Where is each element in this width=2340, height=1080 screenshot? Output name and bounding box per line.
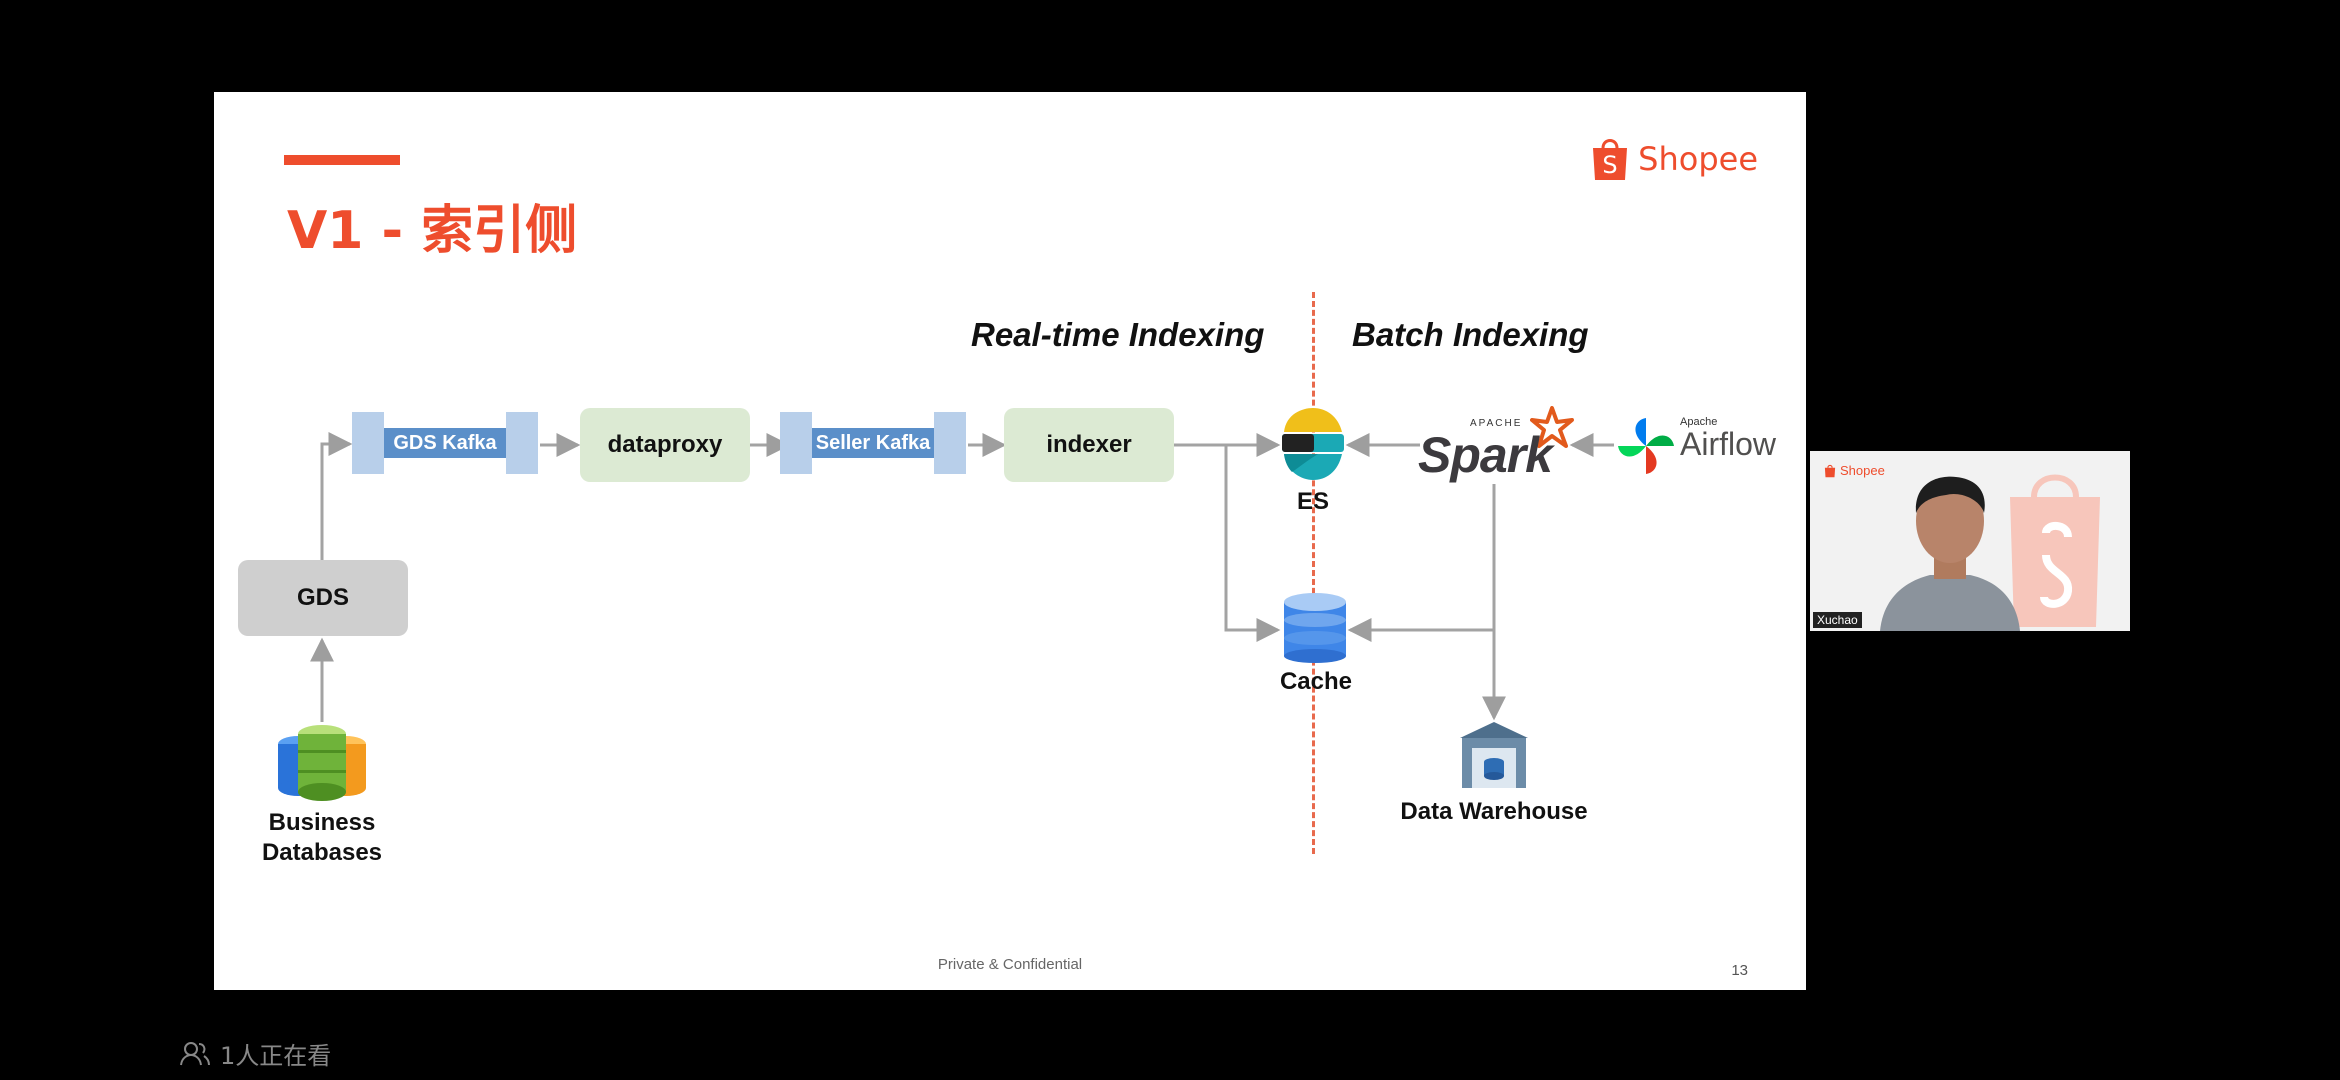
title-accent-bar bbox=[284, 155, 400, 165]
viewers-icon bbox=[180, 1041, 210, 1065]
presenter-video-tile[interactable]: Shopee Xuchao bbox=[1810, 451, 2130, 631]
business-databases-line1: Business bbox=[268, 809, 376, 836]
slide-title: V1 - 索引侧 bbox=[287, 201, 578, 261]
gds-kafka-label: GDS Kafka bbox=[384, 428, 506, 458]
viewer-count: 1人正在看 bbox=[180, 1036, 331, 1071]
batch-indexing-heading: Batch Indexing bbox=[1352, 316, 1589, 353]
confidential-footer: Private & Confidential bbox=[937, 956, 1083, 973]
shopee-bag-icon: S bbox=[1593, 139, 1628, 180]
slide-page-number: 13 bbox=[1731, 962, 1748, 979]
business-databases-line2: Databases bbox=[261, 839, 383, 866]
svg-text:S: S bbox=[1603, 151, 1618, 179]
cache-database-icon bbox=[1284, 593, 1346, 663]
elasticsearch-icon bbox=[1282, 408, 1344, 480]
indexer-node: indexer bbox=[1004, 408, 1174, 482]
connector-arrows bbox=[310, 432, 1614, 722]
presentation-slide: V1 - 索引侧 S Shopee Real-time Indexing Bat… bbox=[214, 92, 1806, 990]
spark-small-label: APACHE bbox=[1470, 418, 1523, 429]
airflow-small-label: Apache bbox=[1680, 416, 1718, 428]
video-brand: Shopee bbox=[1824, 463, 1885, 478]
realtime-batch-divider bbox=[1312, 292, 1315, 854]
business-databases-label: Business Databases bbox=[222, 808, 422, 868]
spark-star-icon bbox=[1530, 406, 1574, 448]
shopee-bag-icon bbox=[1824, 464, 1836, 477]
spark-label: Spark bbox=[1418, 427, 1553, 483]
airflow-pinwheel-icon bbox=[1618, 418, 1674, 474]
video-brand-name: Shopee bbox=[1840, 463, 1885, 478]
dataproxy-node: dataproxy bbox=[580, 408, 750, 482]
airflow-label: Airflow bbox=[1680, 426, 1777, 462]
gds-node: GDS bbox=[238, 560, 408, 636]
apache-airflow-logo: Apache Airflow bbox=[1616, 410, 1776, 480]
apache-spark-logo: APACHE Spark bbox=[1418, 406, 1578, 486]
presenter-name-tag: Xuchao bbox=[1813, 612, 1862, 628]
cache-label: Cache bbox=[1279, 668, 1353, 695]
data-warehouse-label: Data Warehouse bbox=[1400, 798, 1588, 825]
viewer-count-text: 1人正在看 bbox=[220, 1042, 332, 1070]
brand-name: Shopee bbox=[1638, 140, 1758, 178]
gds-kafka-node: GDS Kafka bbox=[352, 412, 538, 474]
realtime-indexing-heading: Real-time Indexing bbox=[971, 316, 1265, 353]
seller-kafka-label: Seller Kafka bbox=[812, 428, 934, 458]
database-stack-icon bbox=[278, 725, 366, 801]
es-label: ES bbox=[1296, 488, 1329, 515]
presenter-video-frame bbox=[1810, 451, 2130, 631]
data-warehouse-icon bbox=[1460, 722, 1528, 788]
seller-kafka-node: Seller Kafka bbox=[780, 412, 966, 474]
brand-logo: S Shopee bbox=[1590, 136, 1758, 182]
